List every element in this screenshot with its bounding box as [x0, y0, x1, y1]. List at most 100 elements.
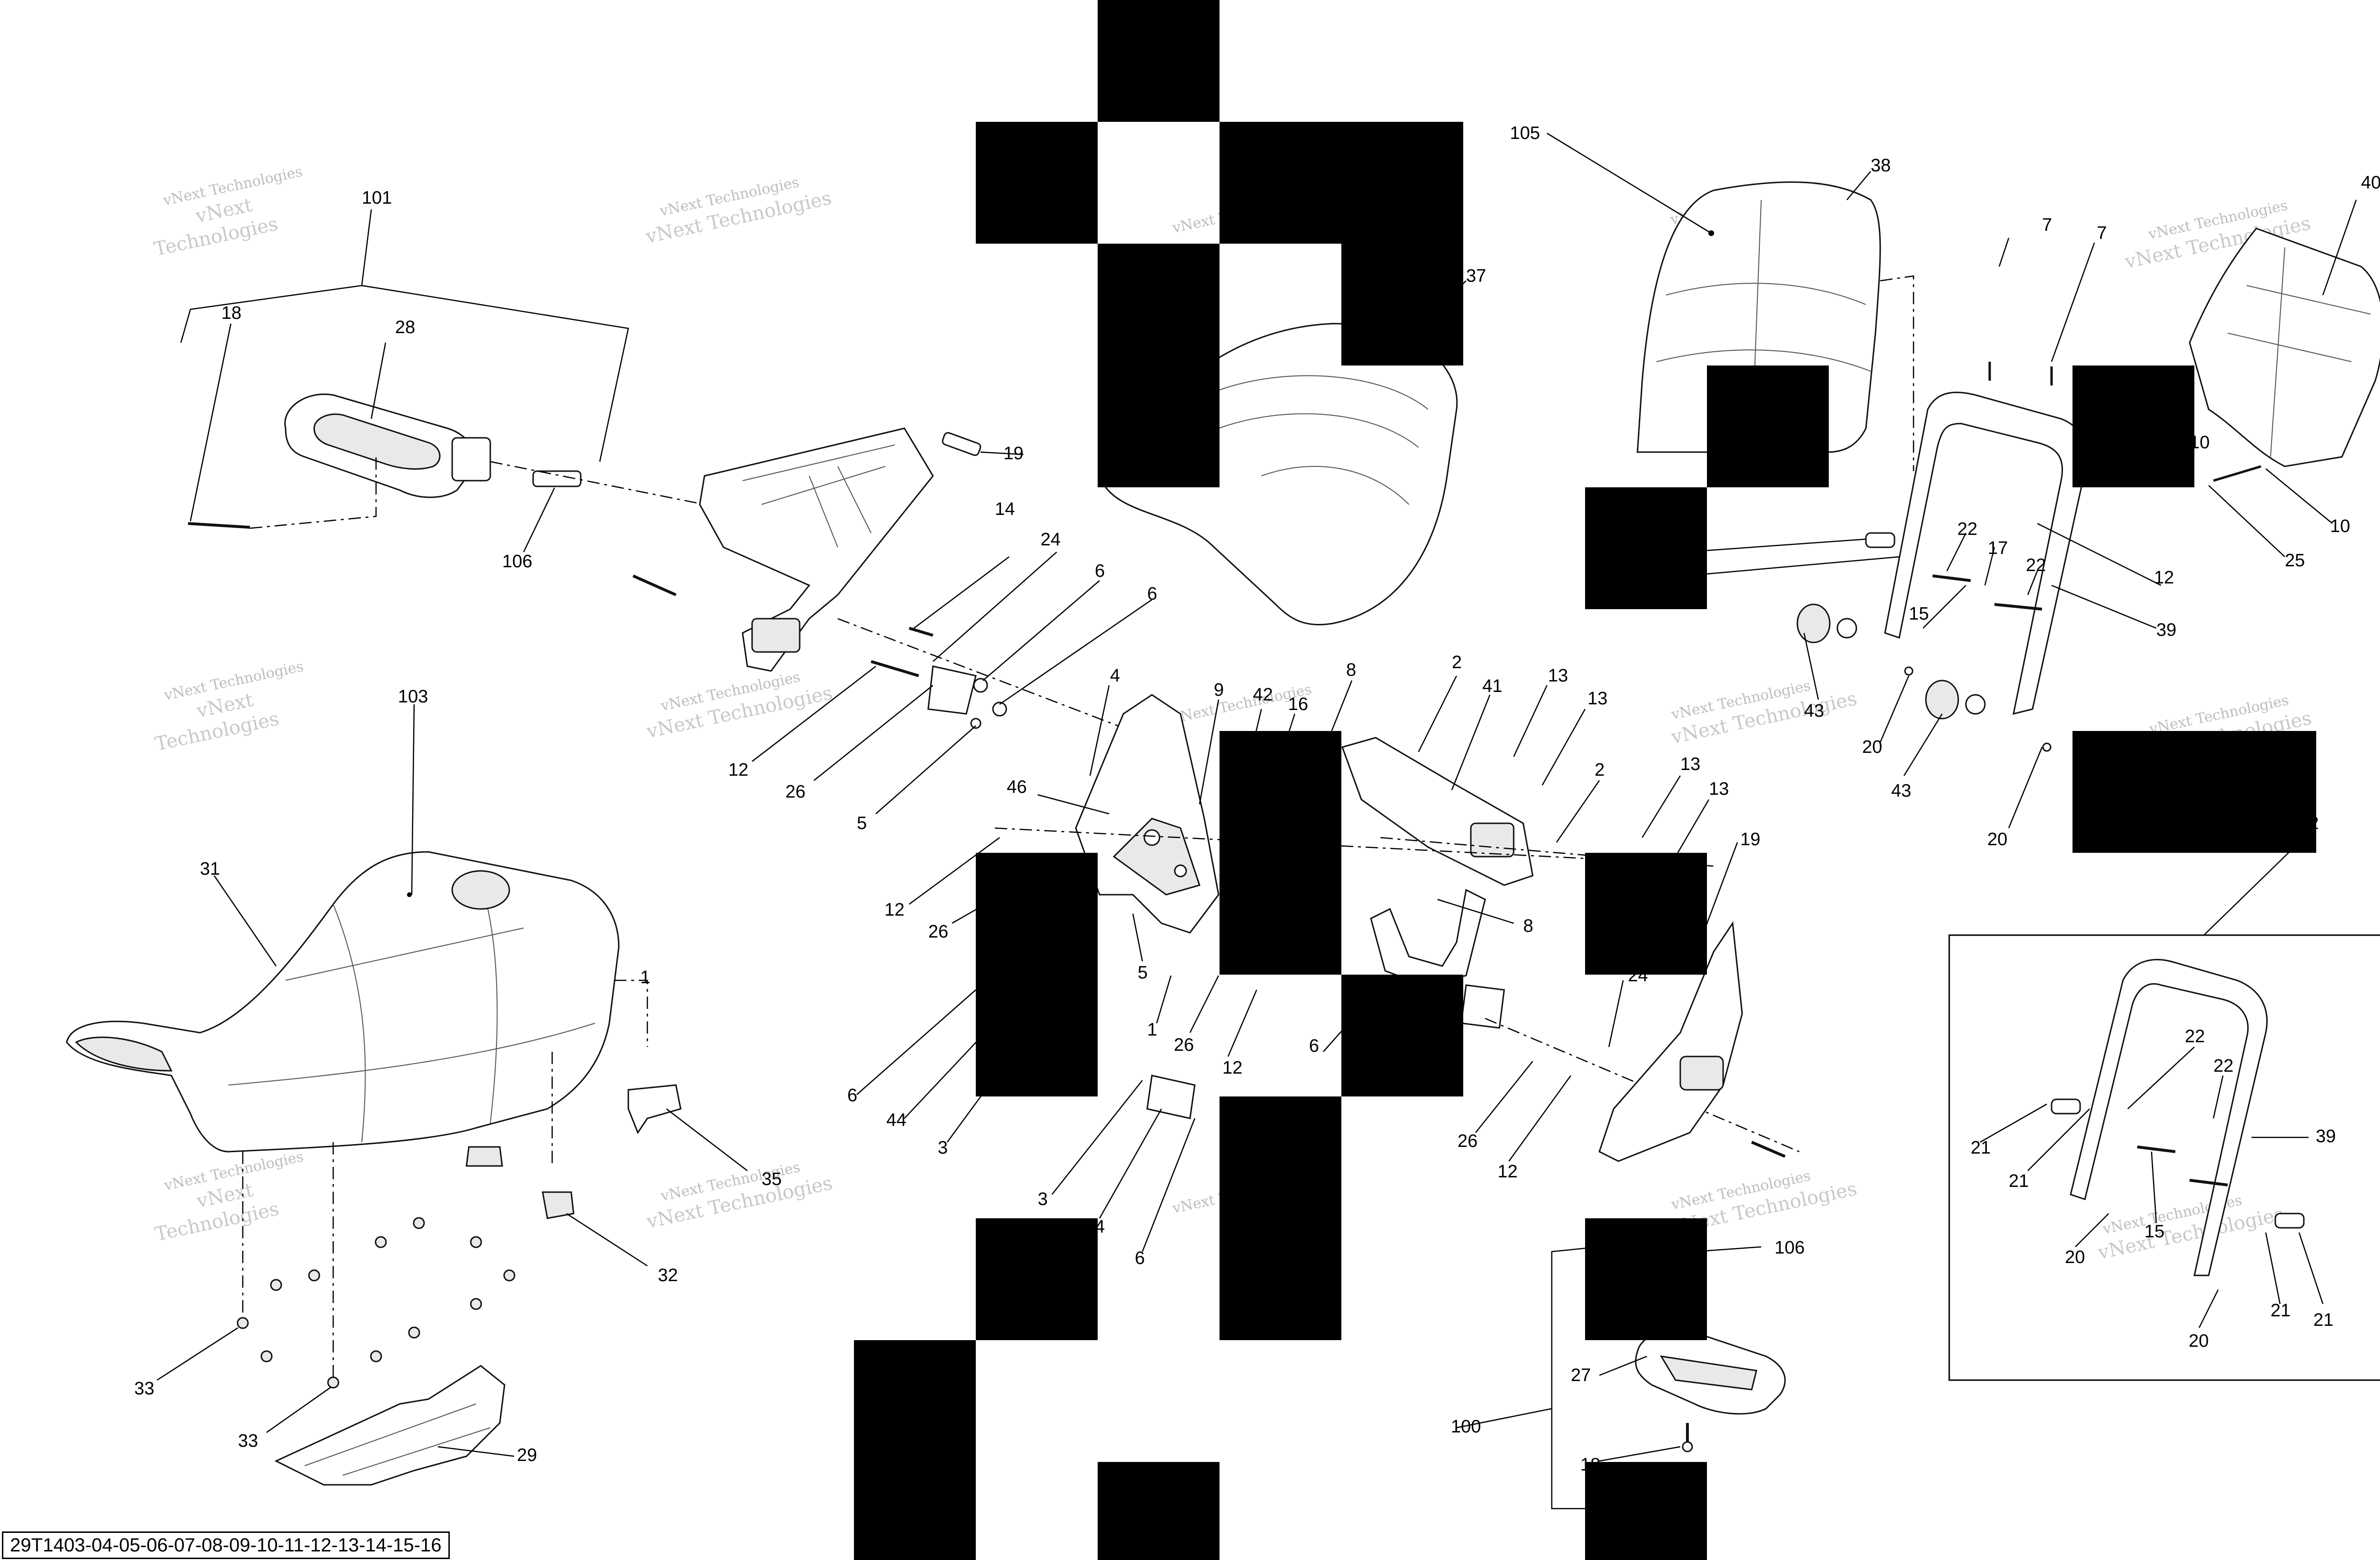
leader-41 — [1451, 694, 1491, 790]
bumper-32 — [542, 1191, 575, 1219]
callout-43: 43 — [1891, 781, 1911, 801]
leader-43 — [1903, 713, 1943, 776]
callout-12: 12 — [1222, 1058, 1242, 1078]
leader-15 — [2151, 1151, 2157, 1224]
leader-6 — [1141, 1118, 1196, 1252]
bolt-14 — [909, 627, 933, 637]
callout-42: 42 — [1253, 685, 1273, 705]
axis — [1880, 275, 1914, 471]
callout-21: 21 — [2271, 1301, 2291, 1321]
leader-39 — [2051, 584, 2157, 629]
leader-5 — [875, 725, 976, 814]
nut-6 — [992, 701, 1007, 717]
callout-44: 44 — [886, 1110, 906, 1130]
grommets-33 — [237, 1217, 516, 1389]
callout-20: 20 — [2065, 1247, 2085, 1267]
callout-13: 13 — [1709, 779, 1729, 799]
leader-6 — [982, 580, 1100, 681]
callout-46: 46 — [1007, 777, 1027, 797]
callout-26: 26 — [785, 782, 805, 802]
callout-3: 3 — [1038, 1189, 1048, 1209]
leader-7 — [2051, 242, 2095, 362]
callout-100: 100 — [1451, 1417, 1481, 1437]
callout-7: 7 — [2097, 223, 2107, 243]
leader-26 — [813, 685, 933, 781]
leader-33 — [266, 1386, 331, 1433]
leader-24 — [932, 552, 1057, 662]
callout-20: 20 — [2189, 1331, 2209, 1351]
bracket-8 — [1370, 889, 1486, 986]
leader-106 — [523, 487, 555, 553]
leader-18 — [189, 323, 232, 522]
grab-rail-39 — [1884, 391, 2087, 715]
rear-cover-40 — [2189, 227, 2380, 467]
axis — [614, 979, 648, 1047]
redaction-block — [1341, 975, 1463, 1096]
callout-4: 4 — [1110, 666, 1120, 686]
callout-39: 39 — [2316, 1126, 2336, 1146]
redaction-block — [2073, 365, 2194, 487]
callout-1: 1 — [640, 968, 650, 987]
leader-4 — [1089, 685, 1110, 776]
leader-2 — [1418, 675, 1458, 752]
callout-33: 33 — [134, 1379, 154, 1399]
bolt-15 — [1994, 603, 2043, 611]
leader-31 — [213, 875, 277, 967]
pin-head — [1682, 1441, 1693, 1452]
latch-35 — [627, 1084, 682, 1135]
leader-9 — [1199, 699, 1220, 805]
leader-33 — [157, 1327, 238, 1381]
redaction-blocks — [854, 0, 2316, 1560]
callout-5: 5 — [857, 813, 867, 833]
leader-19 — [980, 451, 1024, 455]
leader-1 — [1156, 975, 1172, 1024]
redaction-block — [1585, 487, 1707, 609]
callout-28: 28 — [395, 317, 415, 337]
callout-19: 19 — [1003, 444, 1023, 464]
leader-38 — [1846, 171, 1871, 200]
leader-3 — [1051, 1080, 1143, 1195]
callout-106: 106 — [1775, 1238, 1805, 1258]
redaction-block — [976, 1218, 1098, 1340]
callout-1: 1 — [1147, 1020, 1157, 1040]
callout-43: 43 — [1804, 701, 1824, 721]
axis — [490, 461, 705, 505]
leader-35 — [666, 1108, 748, 1171]
diagram-code-label: 29T1403-04-05-06-07-08-09-10-11-12-13-14… — [2, 1531, 450, 1559]
redaction-block — [1220, 122, 1463, 244]
leader-12 — [1227, 989, 1258, 1057]
bolt-15 — [1932, 574, 1971, 582]
callout-21: 21 — [2313, 1310, 2333, 1330]
nut-6 — [973, 678, 988, 693]
leader-6 — [999, 599, 1152, 705]
leader-103 — [411, 704, 415, 895]
leader-101 — [361, 209, 372, 286]
leader-21 — [1980, 1103, 2047, 1143]
leader-17 — [1984, 547, 1995, 586]
callout-15: 15 — [1909, 604, 1929, 624]
dot — [1708, 230, 1714, 236]
passenger-handle-left — [284, 394, 491, 498]
callout-12: 12 — [884, 900, 904, 920]
leader-20 — [1879, 675, 1910, 743]
inset-box-102 — [1948, 934, 2380, 1381]
callout-17: 17 — [1988, 538, 2008, 558]
callout-6: 6 — [847, 1086, 857, 1106]
leader-6 — [856, 989, 976, 1095]
group-100-bracket — [1551, 1246, 1600, 1510]
redaction-block — [1098, 0, 1220, 122]
washer — [1965, 694, 1986, 715]
redaction-block — [976, 853, 1098, 1096]
callout-26: 26 — [1174, 1035, 1194, 1055]
leader-28 — [370, 342, 387, 419]
axis — [837, 618, 1162, 743]
bracket-26-left — [927, 665, 977, 715]
leader-12 — [752, 666, 876, 762]
callout-13: 13 — [1548, 666, 1568, 686]
leader-43 — [1803, 632, 1819, 700]
callout-105: 105 — [1510, 123, 1540, 143]
leader-29 — [437, 1446, 515, 1457]
leader-15 — [1923, 585, 1966, 629]
callout-22: 22 — [2026, 555, 2046, 575]
leader-25 — [2208, 485, 2285, 557]
